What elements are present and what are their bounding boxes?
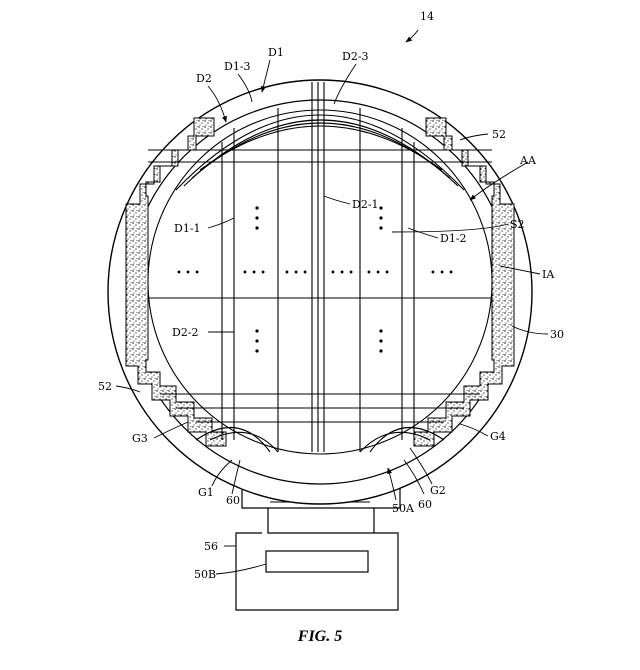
svg-text:• • •: • • • <box>242 268 266 279</box>
reference-labels: 14 D1 D1-3 D2-3 D2 52 AA D2-1 D1-1 S2 D1… <box>98 10 564 581</box>
chip-50b <box>265 550 369 573</box>
label-d1-3: D1-3 <box>224 60 251 73</box>
label-52-top: 52 <box>492 128 506 141</box>
label-aa: AA <box>519 154 537 167</box>
label-s2: S2 <box>510 218 525 231</box>
label-60-right: 60 <box>418 498 432 511</box>
label-g4: G4 <box>490 430 506 443</box>
label-ia: IA <box>542 268 555 281</box>
label-50b: 50B <box>194 568 216 581</box>
outer-substrate-circle <box>107 79 533 505</box>
label-50a: 50A <box>392 502 415 515</box>
pixel-dots <box>255 206 383 353</box>
label-30: 30 <box>550 328 564 341</box>
label-g2: G2 <box>430 484 446 497</box>
label-60-left: 60 <box>226 494 240 507</box>
label-d2: D2 <box>196 72 212 85</box>
label-d2-3: D2-3 <box>342 50 369 63</box>
svg-text:• • •: • • • <box>330 268 354 279</box>
label-g1: G1 <box>198 486 214 499</box>
label-d1-2: D1-2 <box>440 232 467 245</box>
label-d2-1: D2-1 <box>352 198 379 211</box>
leader-lines <box>115 29 549 575</box>
label-14: 14 <box>420 10 434 23</box>
svg-text:• • •: • • • <box>430 268 454 279</box>
label-d2-2: D2-2 <box>172 326 199 339</box>
figure-caption: FIG. 5 <box>297 628 343 645</box>
label-52-left: 52 <box>98 380 112 393</box>
svg-text:• • •: • • • <box>284 268 308 279</box>
label-g3: G3 <box>132 432 148 445</box>
svg-text:• • •: • • • <box>176 268 200 279</box>
svg-text:• • •: • • • <box>366 268 390 279</box>
active-area <box>147 82 493 455</box>
label-56: 56 <box>204 540 218 553</box>
label-d1: D1 <box>268 46 284 59</box>
row-dots: • • • • • • • • • • • • • • • • • • <box>176 268 454 279</box>
label-d1-1: D1-1 <box>174 222 201 235</box>
